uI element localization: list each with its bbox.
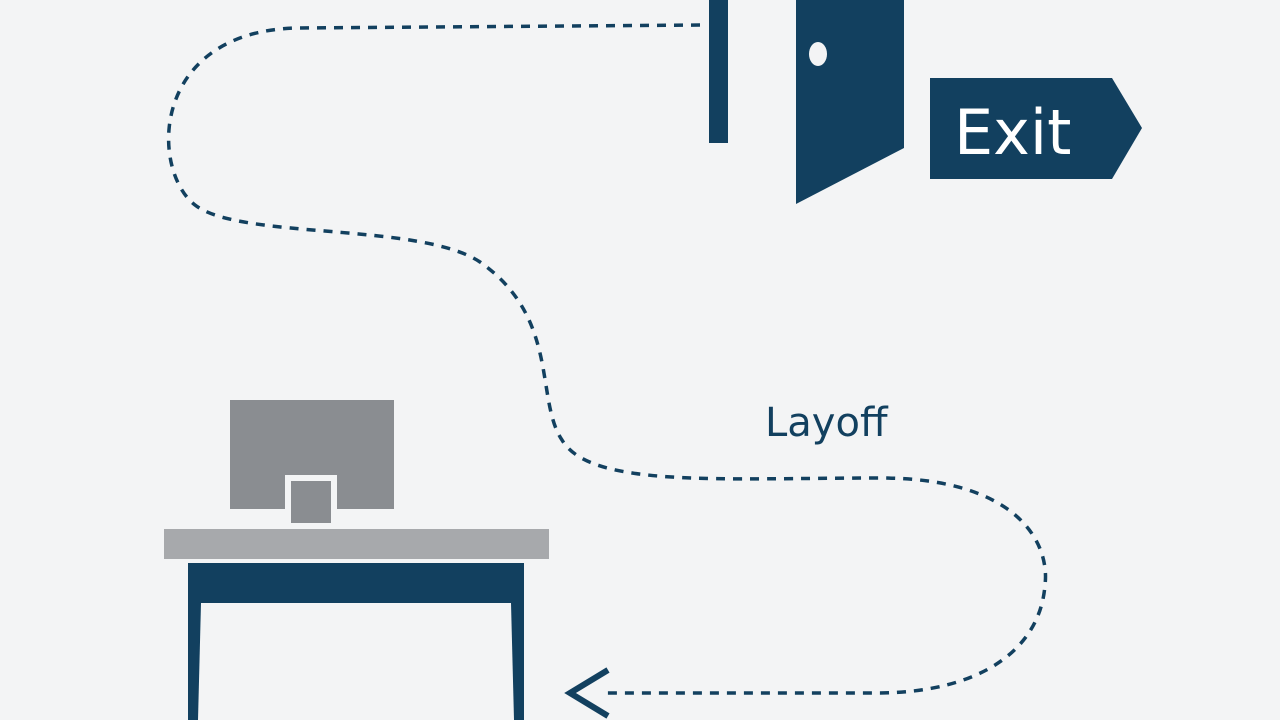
arrowhead-left-icon — [564, 667, 610, 719]
path-label: Layoff — [765, 400, 889, 446]
desk-leg-right — [511, 603, 524, 720]
open-door-icon — [796, 0, 904, 204]
exit-sign-icon: Exit — [930, 78, 1142, 179]
door-frame — [709, 0, 728, 143]
desk-apron — [188, 563, 524, 603]
desk-icon — [164, 529, 549, 720]
door-panel — [796, 0, 904, 204]
monitor-stand — [285, 475, 337, 529]
computer-monitor-icon — [230, 400, 394, 529]
desk-top — [164, 529, 549, 559]
exit-sign-board — [930, 78, 1142, 179]
dashed-route — [166, 23, 1048, 695]
exit-sign-label: Exit — [954, 96, 1071, 169]
desk-leg-left — [188, 603, 201, 720]
door-knob — [809, 42, 827, 66]
